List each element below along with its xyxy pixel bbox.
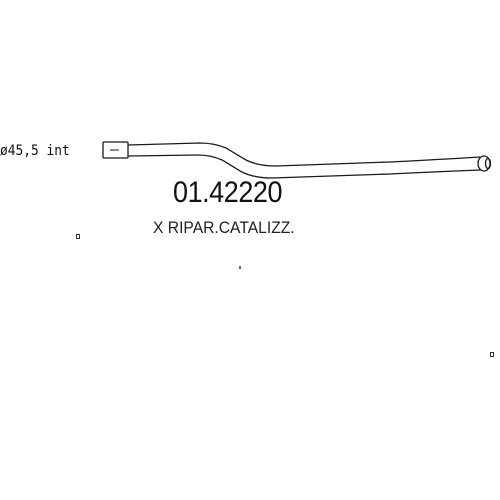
pipe-bottom-edge bbox=[127, 154, 481, 179]
pipe-inlet-sleeve bbox=[102, 141, 129, 159]
part-number: 01.42220 bbox=[173, 176, 283, 209]
corner-marker-left bbox=[76, 234, 80, 239]
corner-marker-right bbox=[490, 352, 494, 357]
pipe-outlet-end bbox=[477, 155, 492, 172]
part-description: X RIPAR.CATALIZZ. bbox=[153, 218, 295, 237]
center-dot bbox=[239, 266, 241, 269]
diameter-label: ø45,5 int bbox=[0, 143, 70, 159]
pipe-top-edge bbox=[127, 142, 481, 167]
